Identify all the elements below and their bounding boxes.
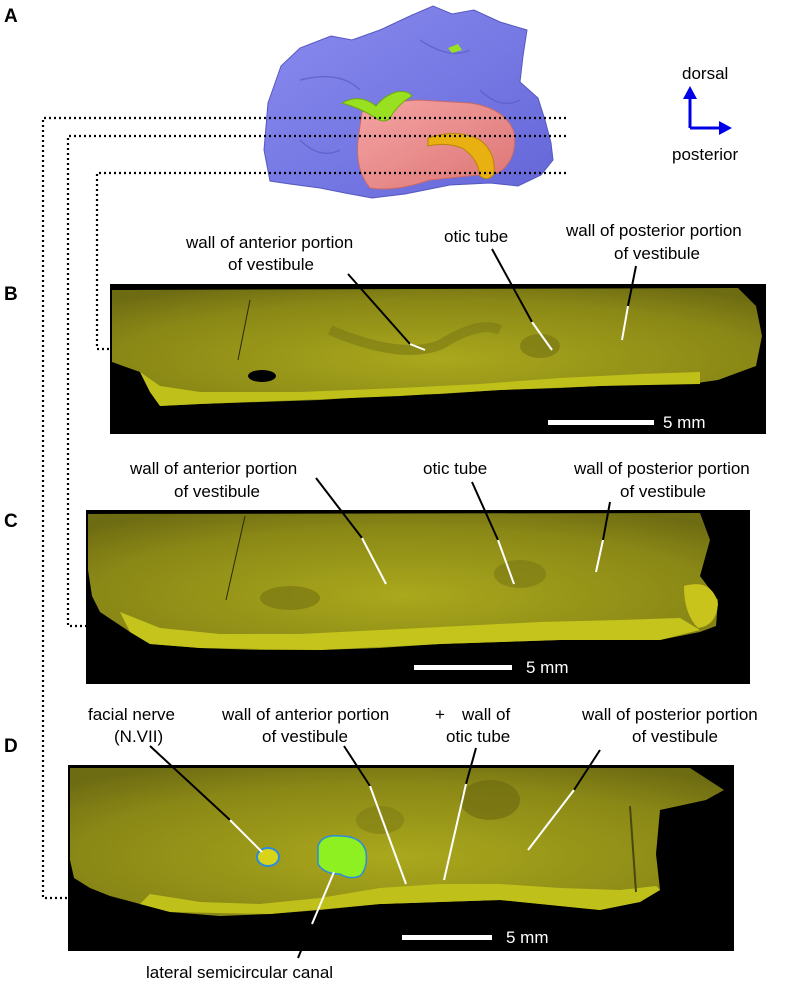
d-leader-facial <box>149 745 231 821</box>
panel-label-a: A <box>4 6 18 27</box>
d-leader-anterior-inside <box>369 785 407 885</box>
d-leader-otic <box>465 747 477 785</box>
ct-slice-b-otic-lumen <box>520 334 560 358</box>
panel-label-b: B <box>4 284 18 305</box>
b-label-otic: otic tube <box>444 227 508 246</box>
panel-label-d: D <box>4 736 18 757</box>
panel-b-ct-slice <box>110 284 766 434</box>
ct-slice-b-shadow <box>328 322 503 355</box>
b-scale-bar: 5 mm <box>548 413 706 432</box>
ct-slice-c-otic-lumen <box>494 560 546 588</box>
d-scale-bar: 5 mm <box>402 928 549 947</box>
c-leader-anterior <box>315 477 363 539</box>
ct-slice-c-shadow <box>260 586 320 610</box>
ct-slice-c-bone <box>88 513 718 650</box>
facial-nerve-section <box>256 847 280 867</box>
d-label-plus: + <box>435 705 445 724</box>
d-leader-posterior <box>573 749 601 791</box>
ct-slice-d-shadow <box>356 806 404 834</box>
b-scale-label: 5 mm <box>663 413 706 432</box>
panel-label-c: C <box>4 511 18 532</box>
lateral-semicircular-canal-section <box>317 834 368 879</box>
c-label-posterior: wall of posterior portion of vestibule <box>573 459 755 501</box>
c-label-anterior: wall of anterior portion of vestibule <box>129 459 302 501</box>
section-plane-lines <box>41 116 566 900</box>
c-scale-bar: 5 mm <box>414 658 569 677</box>
plane-b-line <box>95 171 566 351</box>
ct-slice-b-crack <box>237 299 251 361</box>
d-leader-otic-inside <box>443 783 467 881</box>
dorsal-arrowhead <box>683 86 697 99</box>
c-leader-posterior <box>602 501 611 541</box>
panel-d-ct-slice <box>68 765 734 951</box>
c-leader-otic-inside <box>497 539 515 585</box>
c-leader-anterior-inside <box>361 537 387 585</box>
d-label-anterior: wall of anterior portion of vestibule <box>221 705 394 746</box>
panel-c-ct-slice <box>86 510 750 684</box>
d-label-posterior: wall of posterior portion of vestibule <box>581 705 763 746</box>
ct-slice-d-otic-lumen <box>460 780 520 820</box>
d-label-otic: wall of otic tube <box>446 705 515 746</box>
d-leader-posterior-inside <box>527 789 575 851</box>
ct-slice-c-crack <box>225 515 246 601</box>
ct-slice-c-dense-rim <box>120 612 700 650</box>
d-leader-lateral-canal-inside <box>311 871 335 925</box>
orientation-dorsal-label: dorsal <box>682 64 728 83</box>
plane-d-line <box>41 116 566 900</box>
c-leader-posterior-inside <box>595 539 604 573</box>
bone-texture <box>299 39 521 160</box>
b-leader-posterior <box>627 265 637 307</box>
d-label-lateral-canal: lateral semicircular canal <box>146 963 333 982</box>
nerve-fragment-model <box>448 44 462 53</box>
b-leader-anterior <box>347 273 411 345</box>
ct-slice-c-posterior-lobe <box>684 584 718 628</box>
b-leader-otic <box>491 248 533 323</box>
ct-slice-b-dense-rim <box>140 372 700 406</box>
c-leader-otic <box>471 481 499 541</box>
orientation-posterior-label: posterior <box>672 145 738 164</box>
b-label-posterior: wall of posterior portion of vestibule <box>565 221 747 263</box>
ct-slice-b-cavity <box>248 370 276 382</box>
c-scale-line <box>414 665 512 670</box>
d-scale-label: 5 mm <box>506 928 549 947</box>
b-leader-posterior-inside <box>621 305 629 341</box>
panel-a-3d-model <box>263 5 554 199</box>
b-label-anterior: wall of anterior portion of vestibule <box>185 233 358 274</box>
d-label-facial: facial nerve (N.VII) <box>88 705 180 746</box>
d-leader-anterior <box>343 745 371 787</box>
b-leader-anterior-inside <box>409 343 426 351</box>
otic-tube-model <box>427 133 495 180</box>
b-leader-otic-inside <box>531 321 553 351</box>
ct-slice-d-bone <box>70 768 724 916</box>
ct-slice-d-dense-rim <box>140 884 660 914</box>
ct-slice-d-crack-right <box>629 805 637 893</box>
orientation-indicator: dorsal posterior <box>672 64 738 164</box>
d-leader-lateral-canal <box>297 923 313 959</box>
posterior-arrowhead <box>719 121 732 135</box>
c-scale-label: 5 mm <box>526 658 569 677</box>
c-label-otic: otic tube <box>423 459 487 478</box>
b-scale-line <box>548 420 654 425</box>
d-scale-line <box>402 935 492 940</box>
d-leader-facial-inside <box>229 819 263 853</box>
